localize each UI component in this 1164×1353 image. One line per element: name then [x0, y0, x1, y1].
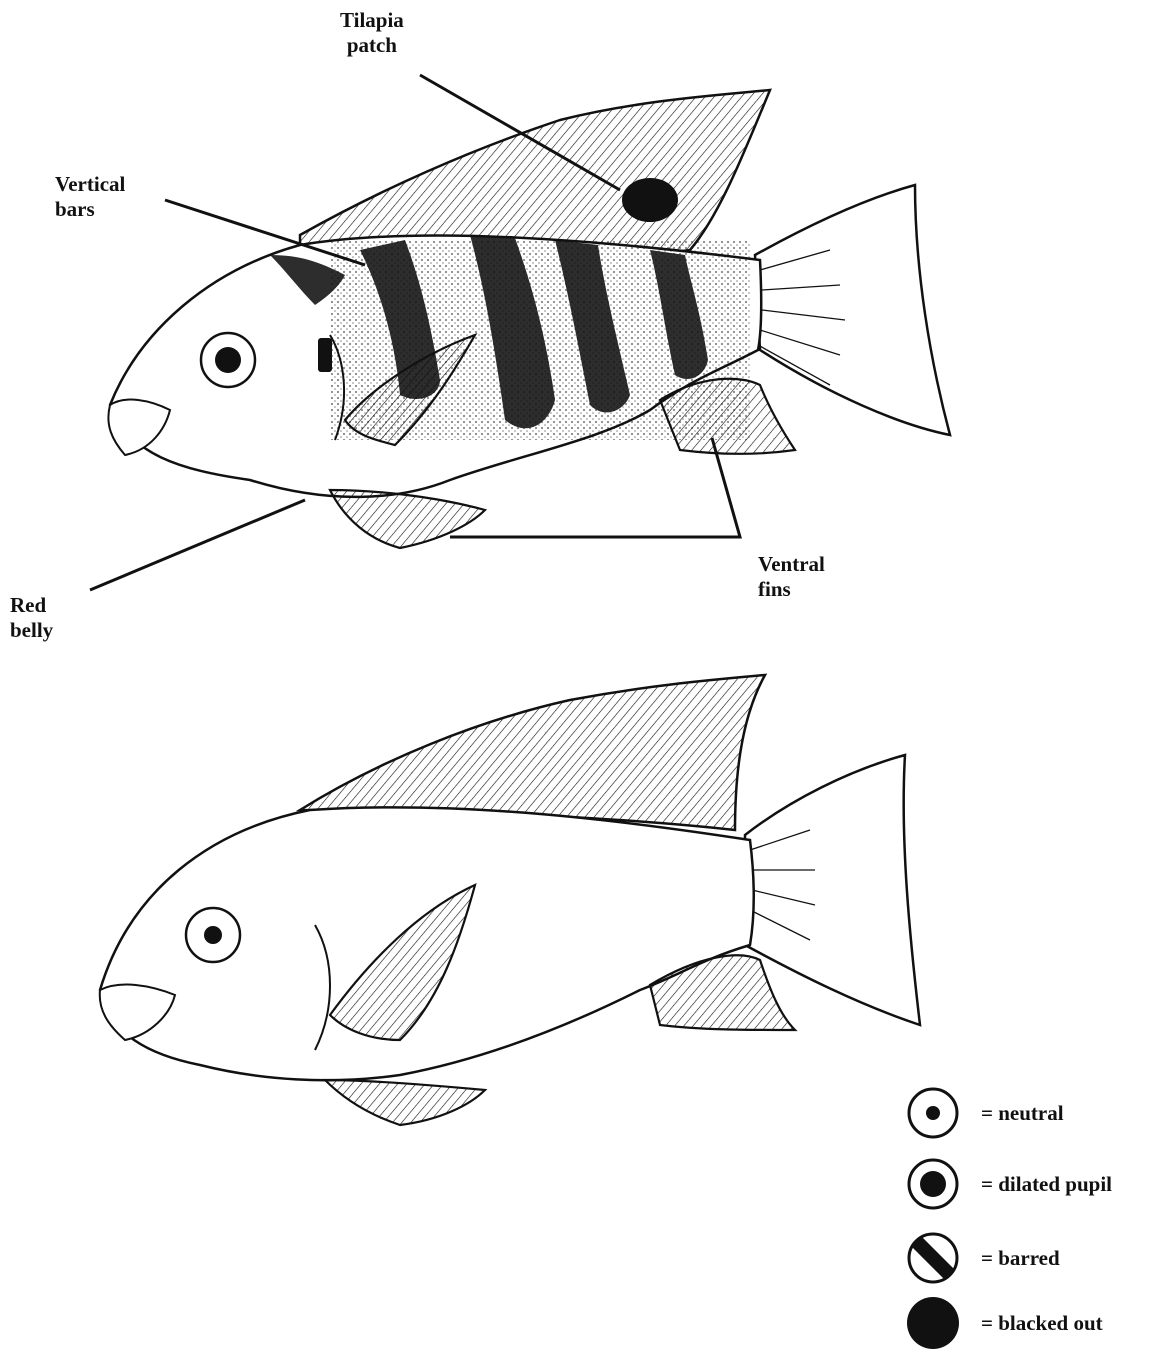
legend-item-dilated-pupil: = dilated pupil: [905, 1156, 1112, 1212]
tilapia-patch: [622, 178, 678, 222]
legend-item-barred: = barred: [905, 1230, 1060, 1286]
dilated-pupil-eye-icon: [905, 1156, 961, 1212]
legend-text: = dilated pupil: [981, 1172, 1112, 1197]
label-vertical-bars: Vertical bars: [55, 172, 125, 222]
neutral-eye-icon: [905, 1085, 961, 1141]
label-red-belly: Red belly: [10, 593, 53, 643]
ventral-fins: [330, 490, 485, 548]
legend-item-neutral: = neutral: [905, 1085, 1064, 1141]
anal-fin: [660, 379, 795, 454]
caudal-fin: [755, 185, 950, 435]
barred-eye-icon: [905, 1230, 961, 1286]
dorsal-fin: [300, 90, 770, 258]
legend-text: = neutral: [981, 1101, 1064, 1126]
legend-text: = barred: [981, 1246, 1060, 1271]
displaying-fish: [108, 90, 950, 548]
blacked-out-eye-icon: [905, 1295, 961, 1351]
label-tilapia-patch: Tilapia patch: [340, 8, 404, 58]
legend-item-blacked-out: = blacked out: [905, 1295, 1103, 1351]
legend-text: = blacked out: [981, 1311, 1103, 1336]
neutral-fish: [100, 675, 920, 1125]
label-ventral-fins: Ventral fins: [758, 552, 825, 602]
